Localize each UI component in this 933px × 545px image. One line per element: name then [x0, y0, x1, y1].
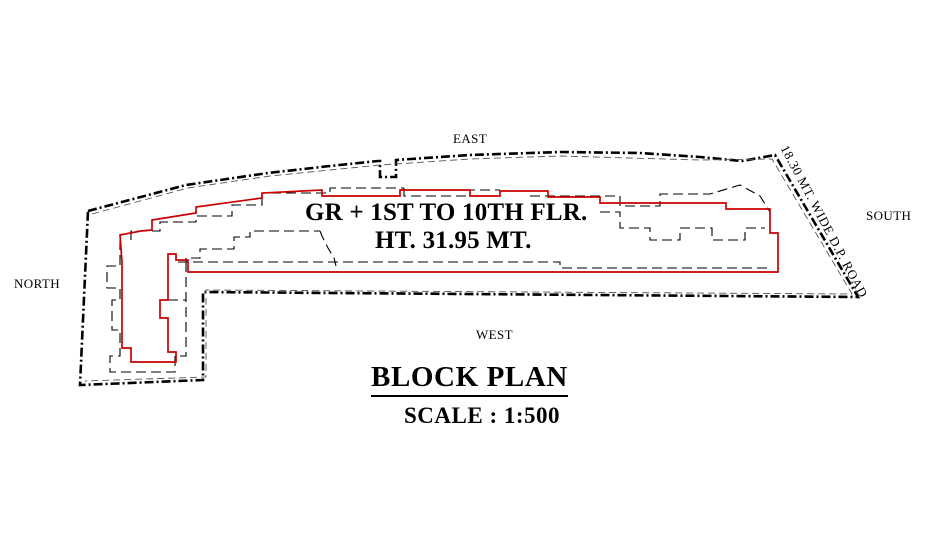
interior-dashed-segment	[600, 211, 765, 241]
direction-label-west: WEST	[476, 327, 513, 342]
interior-dashed-segment	[530, 184, 771, 213]
interior-dashed-segment	[185, 230, 320, 268]
interior-dashed-segment	[319, 230, 337, 267]
drawing-title: BLOCK PLAN	[371, 361, 568, 393]
plot-boundary-outline	[78, 150, 861, 387]
direction-label-south: SOUTH	[866, 208, 912, 223]
building-height-label: HT. 31.95 MT.	[375, 227, 532, 254]
drawing-scale-label: SCALE : 1:500	[404, 403, 561, 428]
title-underline	[371, 395, 568, 397]
interior-dashed-segment	[106, 240, 187, 373]
interior-dashed-segment	[403, 188, 500, 197]
direction-label-east: EAST	[453, 131, 488, 146]
building-footprint-outline	[119, 189, 779, 363]
direction-label-north: NORTH	[14, 276, 60, 291]
plot-boundary-inner-offset	[84, 155, 853, 382]
interior-dashed-segment	[261, 187, 404, 199]
building-floors-label: GR + 1ST TO 10TH FLR.	[305, 199, 588, 226]
interior-dashed-segment	[178, 261, 768, 269]
interior-dashed-segment	[130, 199, 263, 240]
